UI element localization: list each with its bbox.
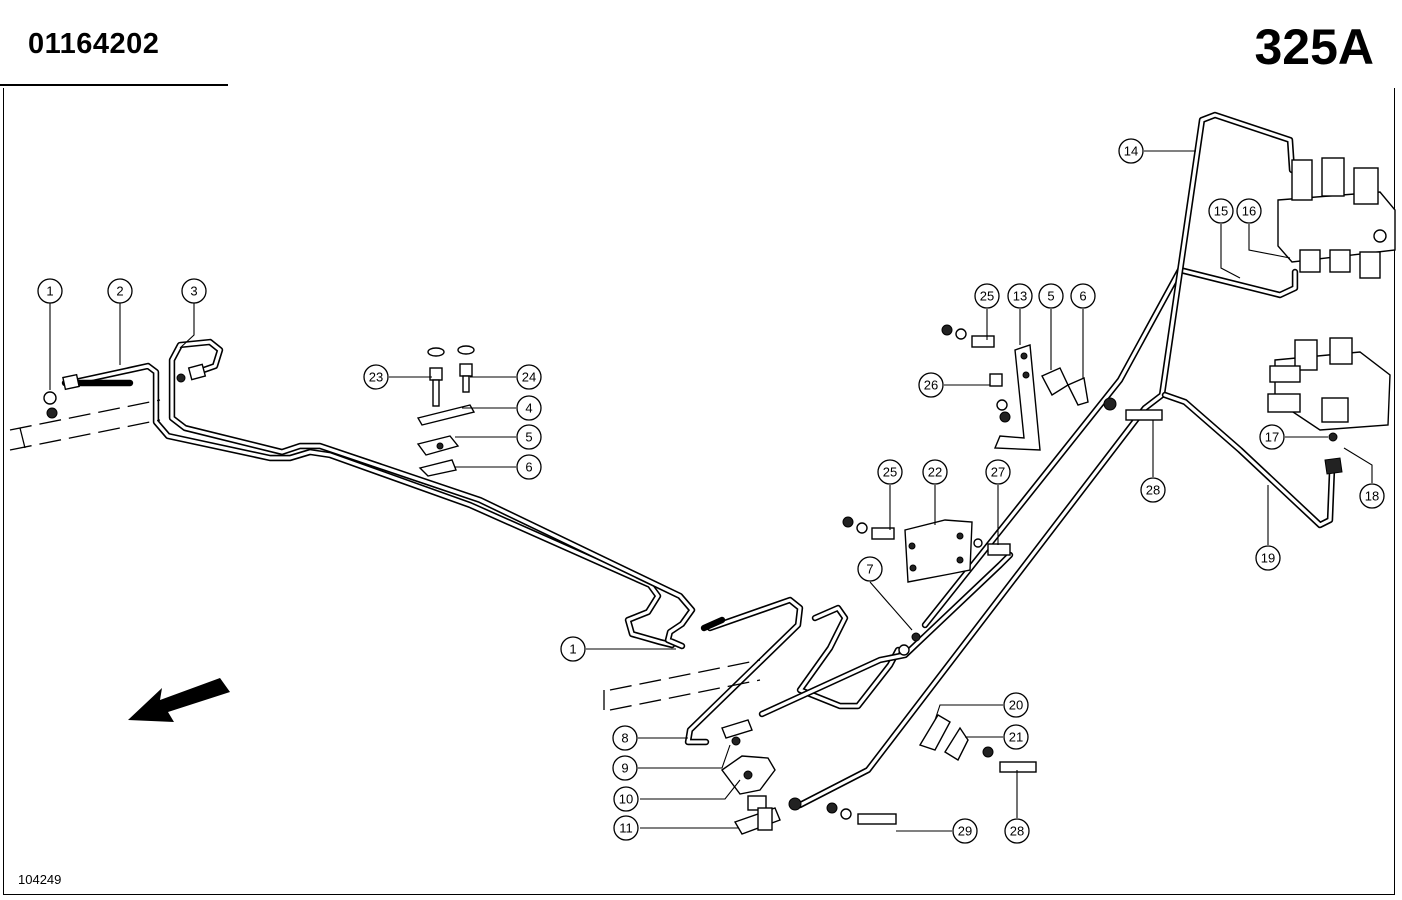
svg-text:13: 13 xyxy=(1013,289,1027,304)
callout: 10 xyxy=(613,786,639,812)
callout: 16 xyxy=(1236,198,1262,224)
callout: 23 xyxy=(363,364,389,390)
callout: 29 xyxy=(952,818,978,844)
callout: 18 xyxy=(1359,483,1385,509)
callout: 27 xyxy=(985,459,1011,485)
svg-text:25: 25 xyxy=(883,465,897,480)
callout: 14 xyxy=(1118,138,1144,164)
svg-text:16: 16 xyxy=(1242,204,1256,219)
svg-text:17: 17 xyxy=(1265,430,1279,445)
callout: 28 xyxy=(1004,818,1030,844)
control-valve-blocks xyxy=(1267,157,1396,431)
svg-text:28: 28 xyxy=(1146,483,1160,498)
callout: 3 xyxy=(181,278,207,304)
callout: 4 xyxy=(516,395,542,421)
callout: 1 xyxy=(37,278,63,304)
cylinder-outlines xyxy=(9,399,761,711)
svg-text:6: 6 xyxy=(525,460,532,475)
header-rule xyxy=(0,84,228,86)
callout: 6 xyxy=(1070,283,1096,309)
callout: 20 xyxy=(1003,692,1029,718)
svg-text:26: 26 xyxy=(924,378,938,393)
svg-text:2: 2 xyxy=(116,284,123,299)
callout: 11 xyxy=(613,815,639,841)
svg-text:4: 4 xyxy=(525,401,532,416)
callout: 9 xyxy=(612,755,638,781)
svg-text:23: 23 xyxy=(369,370,383,385)
direction-arrow-icon xyxy=(128,678,230,722)
svg-text:19: 19 xyxy=(1261,551,1275,566)
svg-text:6: 6 xyxy=(1079,289,1086,304)
callout: 13 xyxy=(1007,283,1033,309)
callout: 24 xyxy=(516,364,542,390)
svg-text:8: 8 xyxy=(621,731,628,746)
callout: 22 xyxy=(922,459,948,485)
svg-text:20: 20 xyxy=(1009,698,1023,713)
fittings xyxy=(43,324,1343,835)
page-number: 325A xyxy=(1254,19,1374,75)
svg-text:3: 3 xyxy=(190,284,197,299)
svg-text:5: 5 xyxy=(1047,289,1054,304)
callout-leaders xyxy=(49,150,1373,832)
callout: 25 xyxy=(974,283,1000,309)
svg-text:29: 29 xyxy=(958,824,972,839)
callout: 6 xyxy=(516,454,542,480)
callout: 15 xyxy=(1208,198,1234,224)
svg-text:11: 11 xyxy=(619,821,633,836)
callout: 5 xyxy=(516,424,542,450)
callout: 1 xyxy=(560,636,586,662)
svg-text:5: 5 xyxy=(525,430,532,445)
svg-text:1: 1 xyxy=(46,284,53,299)
callout: 2 xyxy=(107,278,133,304)
svg-text:25: 25 xyxy=(980,289,994,304)
svg-text:22: 22 xyxy=(928,465,942,480)
svg-text:27: 27 xyxy=(991,465,1005,480)
svg-text:24: 24 xyxy=(522,370,536,385)
svg-text:14: 14 xyxy=(1124,144,1138,159)
callout: 26 xyxy=(918,372,944,398)
callout: 7 xyxy=(857,556,883,582)
pipe-lines xyxy=(61,111,1336,809)
svg-text:9: 9 xyxy=(621,761,628,776)
callout: 17 xyxy=(1259,424,1285,450)
callout: 25 xyxy=(877,459,903,485)
figure-reference: 104249 xyxy=(18,872,62,887)
part-code: 01164202 xyxy=(28,28,160,60)
callout: 8 xyxy=(612,725,638,751)
svg-text:15: 15 xyxy=(1214,204,1228,219)
svg-text:7: 7 xyxy=(866,562,873,577)
callout: 21 xyxy=(1003,724,1029,750)
callout: 19 xyxy=(1255,545,1281,571)
callout-labels: 1 2 3 23 24 4 5 6 25 13 5 6 26 14 15 16 … xyxy=(37,138,1385,844)
diagram-frame xyxy=(3,88,1395,895)
svg-text:21: 21 xyxy=(1009,730,1023,745)
svg-text:1: 1 xyxy=(569,642,576,657)
svg-text:10: 10 xyxy=(619,792,633,807)
callout: 28 xyxy=(1140,477,1166,503)
callout: 5 xyxy=(1038,283,1064,309)
svg-text:18: 18 xyxy=(1365,489,1379,504)
svg-text:28: 28 xyxy=(1010,824,1024,839)
